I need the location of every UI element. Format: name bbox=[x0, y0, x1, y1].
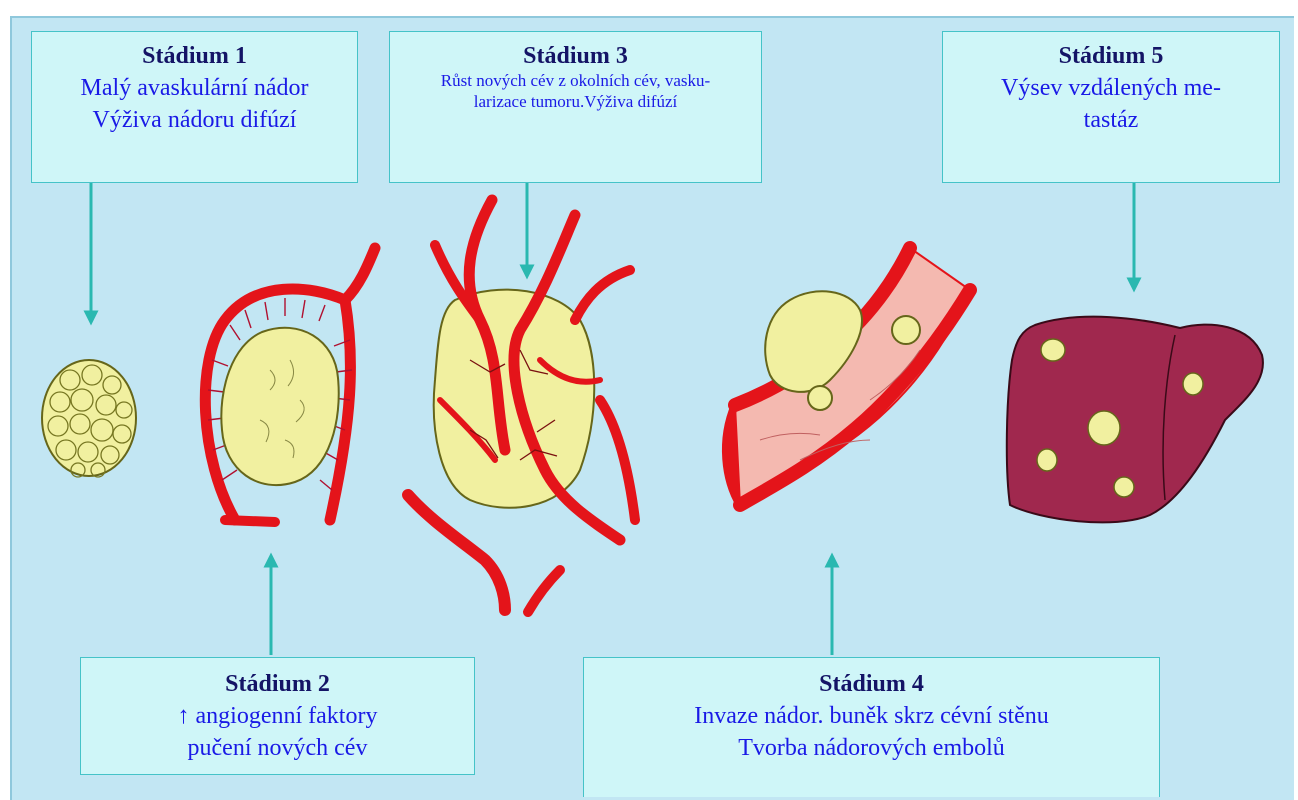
vessel-invasion-illustration bbox=[726, 248, 970, 505]
stage-2-box: Stádium 2 ↑ angiogenní faktory pučení no… bbox=[80, 657, 475, 775]
sprouting-vessels-illustration bbox=[205, 248, 375, 522]
stage-2-line-2: pučení nových cév bbox=[81, 732, 474, 764]
stage-4-line-1: Invaze nádor. buněk skrz cévní stěnu bbox=[584, 700, 1159, 732]
stage-2-title: Stádium 2 bbox=[81, 668, 474, 700]
stage-5-title: Stádium 5 bbox=[943, 40, 1279, 72]
stage-4-box: Stádium 4 Invaze nádor. buněk skrz cévní… bbox=[583, 657, 1160, 797]
stage-5-box: Stádium 5 Výsev vzdálených me- tastáz bbox=[942, 31, 1280, 183]
stage-3-line-1: Růst nových cév z okolních cév, vasku- bbox=[390, 70, 761, 91]
stage-1-line-2: Výživa nádoru difúzí bbox=[32, 104, 357, 136]
stage-3-line-2: larizace tumoru.Výživa difúzí bbox=[390, 91, 761, 112]
stage-1-title: Stádium 1 bbox=[32, 40, 357, 72]
stage-4-line-2: Tvorba nádorových embolů bbox=[584, 732, 1159, 764]
stage-1-line-1: Malý avaskulární nádor bbox=[32, 72, 357, 104]
stage-3-title: Stádium 3 bbox=[390, 42, 761, 70]
stage-3-box: Stádium 3 Růst nových cév z okolních cév… bbox=[389, 31, 762, 183]
liver-metastases-illustration bbox=[1007, 317, 1263, 523]
vascularized-tumor-illustration bbox=[408, 200, 635, 612]
stage-5-line-2: tastáz bbox=[943, 104, 1279, 136]
stage-1-box: Stádium 1 Malý avaskulární nádor Výživa … bbox=[31, 31, 358, 183]
stage-4-title: Stádium 4 bbox=[584, 668, 1159, 700]
avascular-tumor-illustration bbox=[42, 360, 136, 477]
stage-2-line-1: ↑ angiogenní faktory bbox=[81, 700, 474, 732]
stage-5-line-1: Výsev vzdálených me- bbox=[943, 72, 1279, 104]
